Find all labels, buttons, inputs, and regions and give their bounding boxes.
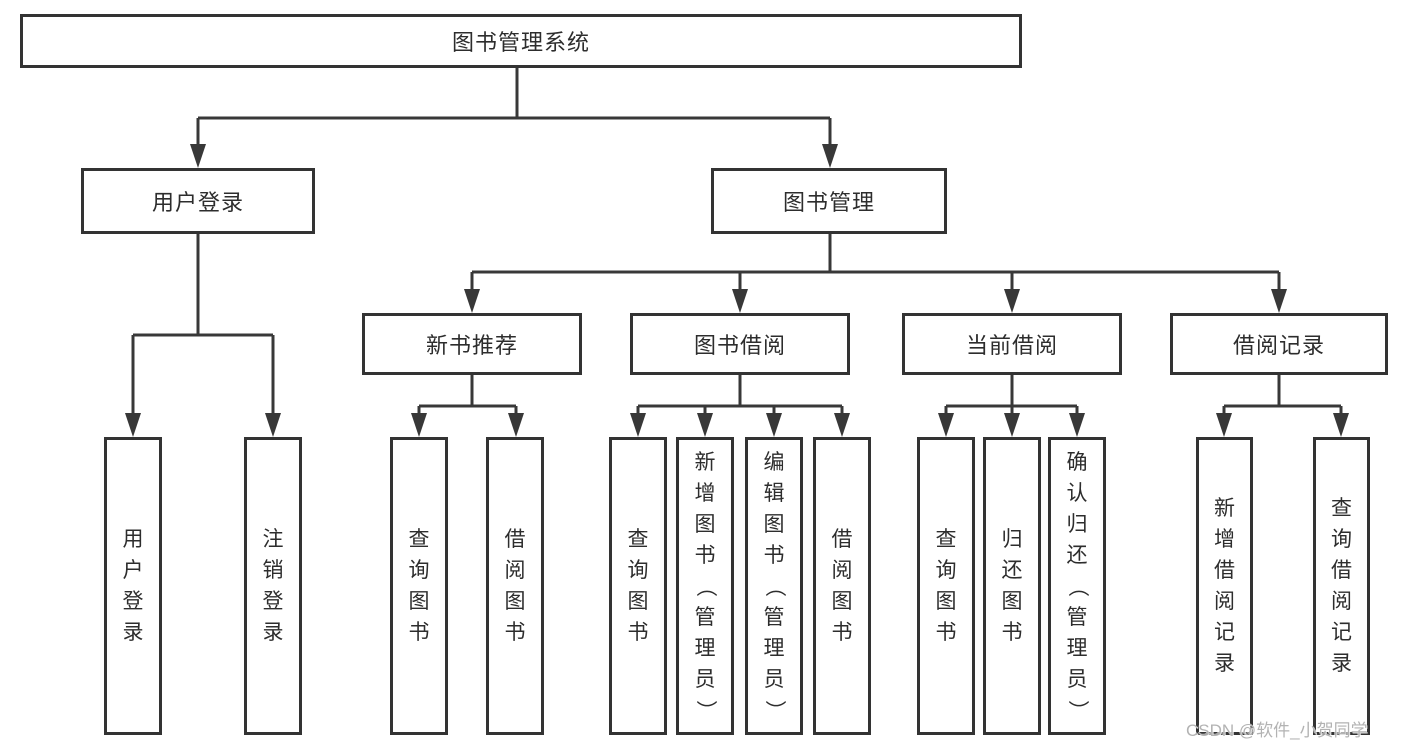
node-label: 图书管理系统 (451, 30, 590, 55)
leaf-return-books: 归还图书 (983, 437, 1041, 735)
connector-root-branch (196, 68, 832, 154)
node-current-borrowing: 当前借阅 (902, 313, 1122, 375)
leaf-label: 归还图书 (1001, 528, 1023, 644)
node-book-management: 图书管理 (711, 168, 947, 234)
arrow-icon (1333, 413, 1349, 437)
node-label: 借阅记录 (1232, 333, 1325, 358)
leaf-query-borrow-record: 查询借阅记录 (1313, 437, 1370, 735)
connector-newbook-branch (417, 375, 518, 425)
arrow-icon (1216, 413, 1232, 437)
arrow-icon (822, 144, 838, 168)
leaf-confirm-return-admin: 确认归还（管理员） (1048, 437, 1106, 735)
arrow-icon (1004, 413, 1020, 437)
connector-login-branch (131, 234, 275, 425)
leaf-label: 注销登录 (262, 528, 284, 644)
node-label: 当前借阅 (965, 333, 1058, 358)
leaf-query-books-borrowing: 查询图书 (609, 437, 667, 735)
leaf-label: 查询图书 (408, 528, 430, 644)
leaf-label: 编辑图书（管理员） (762, 450, 786, 721)
leaf-add-borrow-record: 新增借阅记录 (1196, 437, 1253, 735)
leaf-label: 新增图书（管理员） (693, 450, 717, 721)
leaf-label: 用户登录 (122, 528, 144, 644)
node-label: 图书借阅 (693, 333, 786, 358)
arrow-icon (1004, 289, 1020, 313)
leaf-label: 查询图书 (935, 528, 957, 644)
arrow-icon (732, 289, 748, 313)
leaf-add-books-admin: 新增图书（管理员） (676, 437, 734, 735)
leaf-label: 借阅图书 (831, 528, 853, 644)
arrow-icon (464, 289, 480, 313)
arrow-icon (508, 413, 524, 437)
connector-borrow-branch (636, 375, 844, 425)
node-system-root: 图书管理系统 (20, 14, 1022, 68)
arrow-icon (125, 413, 141, 437)
arrow-icon (630, 413, 646, 437)
node-user-login: 用户登录 (81, 168, 315, 234)
node-label: 图书管理 (782, 190, 875, 215)
node-label: 用户登录 (151, 190, 244, 215)
arrowheads (125, 144, 1349, 437)
leaf-label: 查询图书 (627, 528, 649, 644)
leaf-logout: 注销登录 (244, 437, 302, 735)
arrow-icon (411, 413, 427, 437)
arrow-icon (190, 144, 206, 168)
leaf-label: 查询借阅记录 (1331, 497, 1352, 675)
leaf-borrow-books-recommend: 借阅图书 (486, 437, 544, 735)
leaf-label: 确认归还（管理员） (1065, 450, 1089, 721)
node-label: 新书推荐 (425, 333, 518, 358)
leaf-user-login: 用户登录 (104, 437, 162, 735)
leaf-borrow-books-borrowing: 借阅图书 (813, 437, 871, 735)
leaf-query-books-current: 查询图书 (917, 437, 975, 735)
node-book-borrowing: 图书借阅 (630, 313, 850, 375)
arrow-icon (265, 413, 281, 437)
leaf-label: 新增借阅记录 (1214, 497, 1235, 675)
connector-mgmt-branch (470, 234, 1281, 301)
connector-record-branch (1222, 375, 1343, 425)
leaf-label: 借阅图书 (504, 528, 526, 644)
node-borrow-records: 借阅记录 (1170, 313, 1388, 375)
arrow-icon (1069, 413, 1085, 437)
connector-lines (131, 68, 1343, 425)
arrow-icon (697, 413, 713, 437)
csdn-watermark: CSDN @软件_小贺同学 (1186, 721, 1368, 740)
arrow-icon (938, 413, 954, 437)
arrow-icon (834, 413, 850, 437)
node-new-book-recommend: 新书推荐 (362, 313, 582, 375)
leaf-query-books-recommend: 查询图书 (390, 437, 448, 735)
leaf-edit-books-admin: 编辑图书（管理员） (745, 437, 803, 735)
arrow-icon (1271, 289, 1287, 313)
arrow-icon (766, 413, 782, 437)
